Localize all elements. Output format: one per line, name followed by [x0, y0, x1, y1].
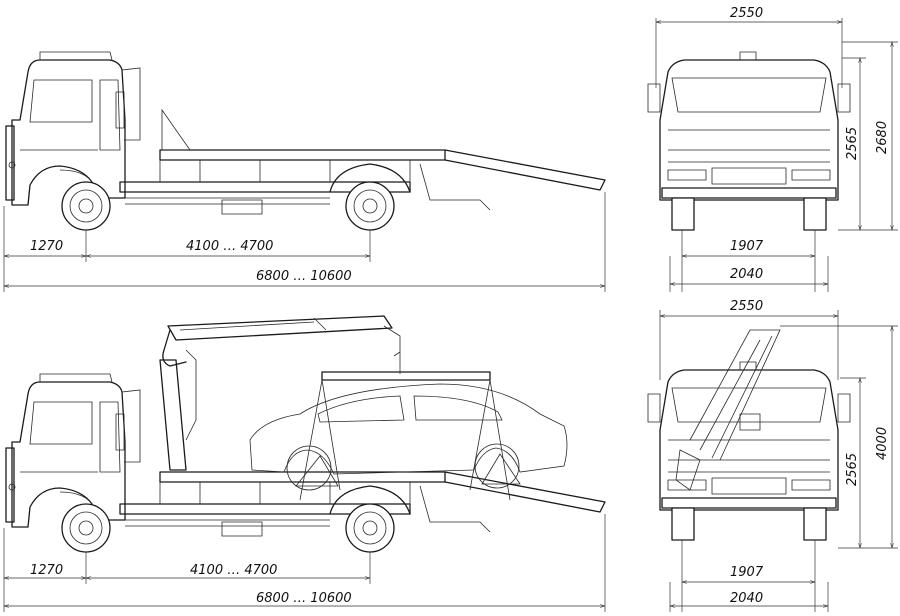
bottom-carried-car [249, 383, 568, 491]
top-wheelbase-label: 4100 … 4700 [186, 239, 273, 254]
bottom-side-view-truck [5, 373, 606, 553]
bottom-wheelbase-label: 4100 … 4700 [190, 563, 277, 578]
top-overall-width-label: 2550 [730, 6, 763, 21]
top-cab-height-label: 2565 [845, 127, 860, 160]
bottom-overall-width-label: 2550 [730, 299, 763, 314]
bottom-rear-track-label: 2040 [730, 591, 763, 606]
top-dimension-labels: 1270 4100 … 4700 6800 … 10600 2550 1907 … [30, 6, 890, 284]
top-side-view-truck [5, 51, 606, 231]
top-overall-length-label: 6800 … 10600 [256, 269, 352, 284]
top-front-track-label: 1907 [730, 239, 764, 254]
bottom-dimension-lines [3, 310, 898, 612]
bottom-front-crane [675, 329, 781, 491]
top-overall-height-label: 2680 [875, 121, 890, 154]
top-front-view-truck [647, 51, 851, 231]
bottom-front-track-label: 1907 [730, 565, 764, 580]
bottom-overall-length-label: 6800 … 10600 [256, 591, 352, 606]
top-dimension-lines [3, 18, 898, 292]
bottom-front-overhang-label: 1270 [30, 563, 63, 578]
bottom-front-view-truck [647, 361, 851, 541]
top-front-overhang-label: 1270 [30, 239, 63, 254]
bottom-cab-height-label: 2565 [845, 453, 860, 486]
top-rear-track-label: 2040 [730, 267, 763, 282]
bottom-crane-arm [159, 315, 511, 501]
bottom-dimension-labels: 1270 4100 … 4700 6800 … 10600 2550 1907 … [30, 299, 890, 606]
bottom-overall-height-label: 4000 [875, 427, 890, 460]
